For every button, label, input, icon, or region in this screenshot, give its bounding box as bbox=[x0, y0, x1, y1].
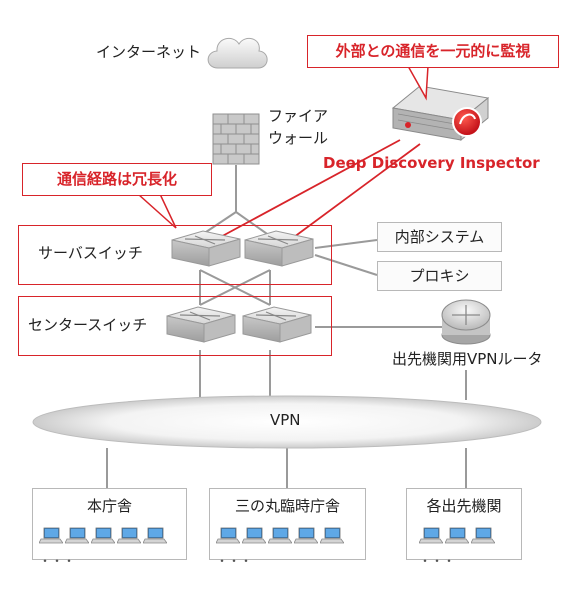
center-switch-label: センタースイッチ bbox=[28, 316, 148, 334]
site-box-main: 本庁舎 ・・・ bbox=[32, 488, 187, 568]
firewall-label-line1: ファイア bbox=[268, 107, 329, 125]
proxy-box: プロキシ bbox=[377, 261, 502, 291]
cloud-icon bbox=[207, 37, 268, 69]
redundant-callout: 通信経路は冗長化 bbox=[22, 163, 212, 196]
vpn-router-label: 出先機関用VPNルータ bbox=[392, 350, 543, 368]
firewall-icon bbox=[212, 113, 260, 165]
site-box-branches: 各出先機関 ・・・ bbox=[406, 488, 522, 568]
internal-system-box: 内部システム bbox=[377, 222, 502, 252]
server-switch-icon bbox=[244, 230, 314, 267]
ellipsis: ・・・ bbox=[216, 554, 253, 568]
server-switch-group bbox=[18, 225, 332, 285]
laptop-icon bbox=[215, 527, 241, 549]
laptop-icon bbox=[444, 527, 470, 549]
center-switch-icon bbox=[166, 306, 236, 343]
site-label: 各出先機関 bbox=[426, 497, 502, 515]
ellipsis: ・・・ bbox=[419, 554, 456, 568]
vpn-router-icon bbox=[441, 299, 491, 345]
center-switch-icon bbox=[242, 306, 312, 343]
monitoring-lines bbox=[214, 139, 421, 241]
laptop-icon bbox=[116, 527, 142, 549]
laptop-icon bbox=[38, 527, 64, 549]
laptop-icon bbox=[293, 527, 319, 549]
connection-lines bbox=[106, 165, 467, 488]
internal-system-label: 内部システム bbox=[394, 228, 485, 246]
dip-appliance-icon bbox=[391, 85, 490, 142]
site-label: 本庁舎 bbox=[86, 497, 132, 515]
laptop-row: ・・・ bbox=[418, 527, 521, 568]
laptop-icon bbox=[319, 527, 345, 549]
firewall-label-line2: ウォール bbox=[268, 129, 329, 147]
site-label: 三の丸臨時庁舎 bbox=[234, 497, 340, 515]
server-switch-label: サーバスイッチ bbox=[38, 244, 143, 262]
laptop-icon bbox=[267, 527, 293, 549]
site-box-sannomaru: 三の丸臨時庁舎 ・・・ bbox=[209, 488, 366, 568]
laptop-icon bbox=[241, 527, 267, 549]
laptop-icon bbox=[90, 527, 116, 549]
ellipsis: ・・・ bbox=[39, 554, 76, 568]
internet-label: インターネット bbox=[96, 43, 202, 61]
center-switch-group bbox=[18, 296, 332, 356]
laptop-icon bbox=[64, 527, 90, 549]
laptop-row: ・・・ bbox=[38, 527, 186, 568]
monitor-callout: 外部との通信を一元的に監視 bbox=[307, 35, 559, 68]
vpn-label: VPN bbox=[270, 411, 301, 429]
laptop-icon bbox=[470, 527, 496, 549]
laptop-icon bbox=[418, 527, 444, 549]
laptop-row: ・・・ bbox=[215, 527, 365, 568]
dip-label: Deep Discovery Inspector bbox=[323, 154, 540, 172]
server-switch-icon bbox=[171, 230, 241, 267]
laptop-icon bbox=[142, 527, 168, 549]
vpn-cloud bbox=[32, 395, 542, 449]
proxy-label: プロキシ bbox=[409, 267, 470, 285]
